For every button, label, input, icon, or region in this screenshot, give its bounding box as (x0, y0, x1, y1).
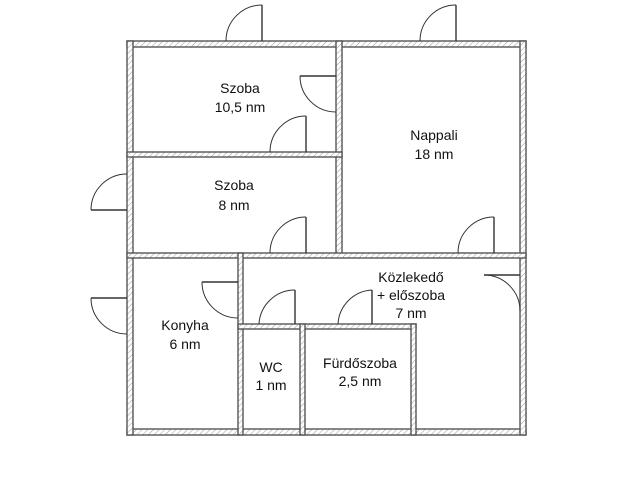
room-area-konyha: 6 nm (169, 336, 200, 352)
room-name-kozlekedo-line2: + előszoba (377, 287, 445, 303)
outer-walls (126, 40, 527, 436)
interior-walls (126, 40, 527, 436)
room-name-szoba-2: Szoba (214, 177, 254, 193)
room-name-wc: WC (259, 359, 282, 375)
room-name-kozlekedo: Közlekedő (378, 269, 444, 285)
room-name-nappali: Nappali (410, 127, 457, 143)
door-top-left (225, 4, 263, 42)
door-konyha-right (201, 281, 239, 319)
doors (90, 4, 521, 335)
door-top-right (419, 4, 457, 42)
room-area-kozlekedo: 7 nm (395, 305, 426, 321)
room-name-konyha: Konyha (161, 317, 209, 333)
room-area-szoba-2: 8 nm (218, 197, 249, 213)
room-labels: Szoba 10,5 nm Nappali 18 nm Szoba 8 nm K… (161, 80, 457, 393)
door-hallway-right (483, 274, 521, 312)
door-left-szoba2 (90, 173, 128, 211)
room-area-szoba-1: 10,5 nm (215, 99, 266, 115)
door-left-konyha (90, 297, 128, 335)
door-szoba1-bottom (269, 115, 307, 153)
room-area-furdoszoba: 2,5 nm (339, 373, 382, 389)
door-szoba1-right (299, 75, 337, 113)
door-furdoszoba (337, 289, 373, 325)
room-area-wc: 1 nm (255, 377, 286, 393)
door-nappali-bottom (457, 216, 495, 254)
door-wc (258, 289, 296, 325)
room-name-szoba-1: Szoba (220, 80, 260, 96)
room-area-nappali: 18 nm (415, 146, 454, 162)
room-name-furdoszoba: Fürdőszoba (323, 355, 397, 371)
door-szoba2-bottom (269, 216, 307, 254)
